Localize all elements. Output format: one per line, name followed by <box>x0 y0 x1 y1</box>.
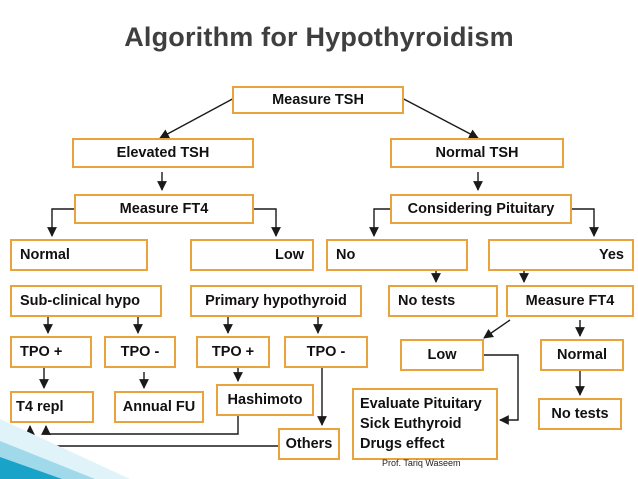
t4-repl-box: T4 repl <box>10 391 94 423</box>
tpo-minus-2-box: TPO - <box>284 336 368 368</box>
primary-hypothyroid-box: Primary hypothyroid <box>190 285 362 317</box>
evaluate-line-1: Evaluate Pituitary <box>360 396 482 412</box>
connector-tsh-to-normal <box>397 95 479 139</box>
no-box: No <box>326 239 468 271</box>
normal-left-box: Normal <box>10 239 148 271</box>
measure-ft4-right-box: Measure FT4 <box>506 285 634 317</box>
connector-pituitary-to-yes <box>572 208 599 237</box>
connector-ft4-to-low-left <box>254 208 281 237</box>
considering-pituitary-box: Considering Pituitary <box>390 194 572 224</box>
normal-right-box: Normal <box>540 339 624 371</box>
author-credit: Prof. Tariq Waseem <box>382 458 461 468</box>
normal-tsh-box: Normal TSH <box>390 138 564 168</box>
connector-ft4r-to-low <box>483 319 511 339</box>
tpo-minus-1-box: TPO - <box>104 336 176 368</box>
low-right-box: Low <box>400 339 484 371</box>
annual-fu-box: Annual FU <box>114 391 204 423</box>
evaluate-pituitary-box: Evaluate Pituitary Sick Euthyroid Drugs … <box>352 388 498 460</box>
connector-low-to-evaluate <box>484 354 519 425</box>
tpo-plus-2-box: TPO + <box>196 336 270 368</box>
elevated-tsh-box: Elevated TSH <box>72 138 254 168</box>
measure-tsh-box: Measure TSH <box>232 86 404 114</box>
connector-pituitary-to-no <box>369 208 390 237</box>
connector-ft4-to-normal-left <box>47 208 74 237</box>
evaluate-line-3: Drugs effect <box>360 436 445 452</box>
tpo-plus-1-box: TPO + <box>10 336 92 368</box>
subclinical-hypo-box: Sub-clinical hypo <box>10 285 162 317</box>
yes-box: Yes <box>488 239 634 271</box>
connector-hashi-to-t4 <box>41 416 239 435</box>
measure-ft4-left-box: Measure FT4 <box>74 194 254 224</box>
no-tests-1-box: No tests <box>388 285 498 317</box>
hashimoto-box: Hashimoto <box>216 384 314 416</box>
others-box: Others <box>278 428 340 460</box>
page-title: Algorithm for Hypothyroidism <box>124 22 514 52</box>
no-tests-2-box: No tests <box>538 398 622 430</box>
evaluate-line-2: Sick Euthyroid <box>360 416 462 432</box>
connector-tsh-to-elevated <box>159 95 239 139</box>
corner-decoration <box>0 419 130 479</box>
low-left-box: Low <box>190 239 314 271</box>
